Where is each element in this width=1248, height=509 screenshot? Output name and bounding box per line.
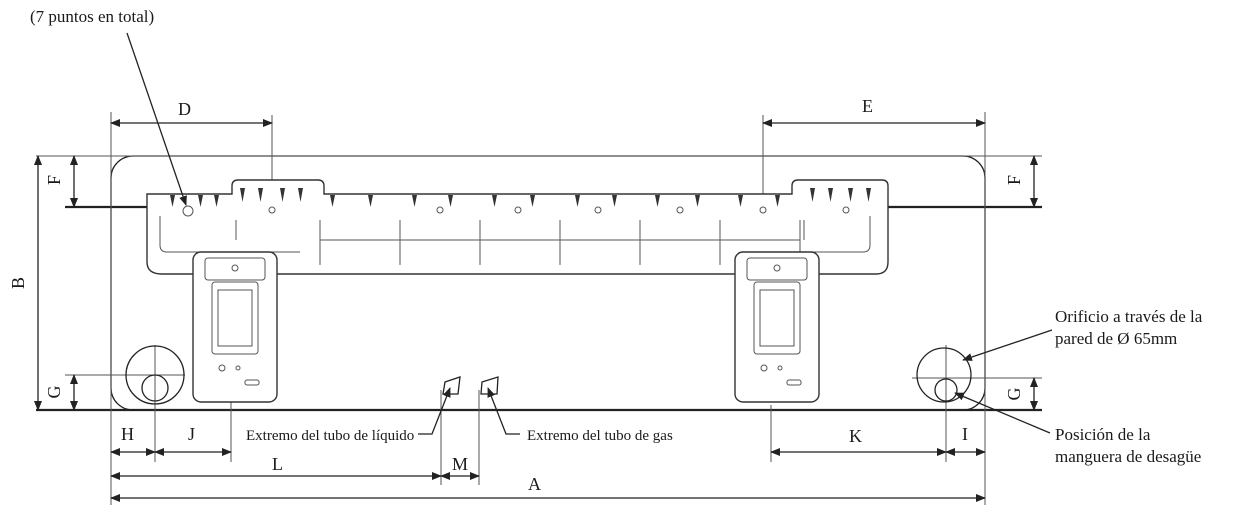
drain-leader bbox=[954, 392, 1051, 434]
wall-hole-label-line2: pared de Ø 65mm bbox=[1055, 329, 1177, 348]
liquid-pipe-end bbox=[442, 376, 461, 395]
dim-label-d: D bbox=[178, 99, 191, 119]
dim-label-b: B bbox=[8, 277, 28, 289]
liquid-pipe-label: Extremo del tubo de líquido bbox=[246, 428, 414, 444]
plate-screw-holes bbox=[182, 205, 850, 217]
left-wall-hole bbox=[125, 345, 185, 405]
hole-count-label: (7 puntos en total) bbox=[30, 7, 154, 26]
gas-pipe-label: Extremo del tubo de gas bbox=[527, 428, 673, 444]
dim-label-m: M bbox=[452, 454, 468, 474]
gas-pipe-end bbox=[480, 376, 499, 395]
dim-label-a: A bbox=[528, 474, 541, 494]
dim-label-f-right: F bbox=[1004, 175, 1024, 185]
drain-label-line1: Posición de la bbox=[1055, 425, 1151, 444]
liquid-pipe-leader bbox=[418, 387, 451, 435]
plate-teeth bbox=[170, 188, 871, 207]
hole-count-leader bbox=[126, 32, 187, 206]
dim-label-j: J bbox=[188, 424, 195, 444]
gas-pipe-leader bbox=[487, 387, 520, 435]
dim-label-i: I bbox=[962, 424, 968, 444]
dim-label-f-left: F bbox=[44, 175, 64, 185]
dim-label-k: K bbox=[849, 426, 862, 446]
right-bracket bbox=[734, 251, 820, 403]
plate-slots bbox=[159, 216, 871, 265]
drain-label-line2: manguera de desagüe bbox=[1055, 447, 1201, 466]
dim-label-g-left: G bbox=[44, 386, 64, 399]
right-wall-hole bbox=[916, 347, 972, 403]
dim-label-g-right: G bbox=[1004, 388, 1024, 401]
dim-label-l: L bbox=[272, 454, 283, 474]
left-bracket bbox=[192, 251, 278, 403]
dim-label-h: H bbox=[121, 424, 134, 444]
dim-label-e: E bbox=[862, 96, 873, 116]
wall-hole-label-line1: Orificio a través de la bbox=[1055, 307, 1203, 326]
wall-hole-leader bbox=[962, 329, 1053, 361]
